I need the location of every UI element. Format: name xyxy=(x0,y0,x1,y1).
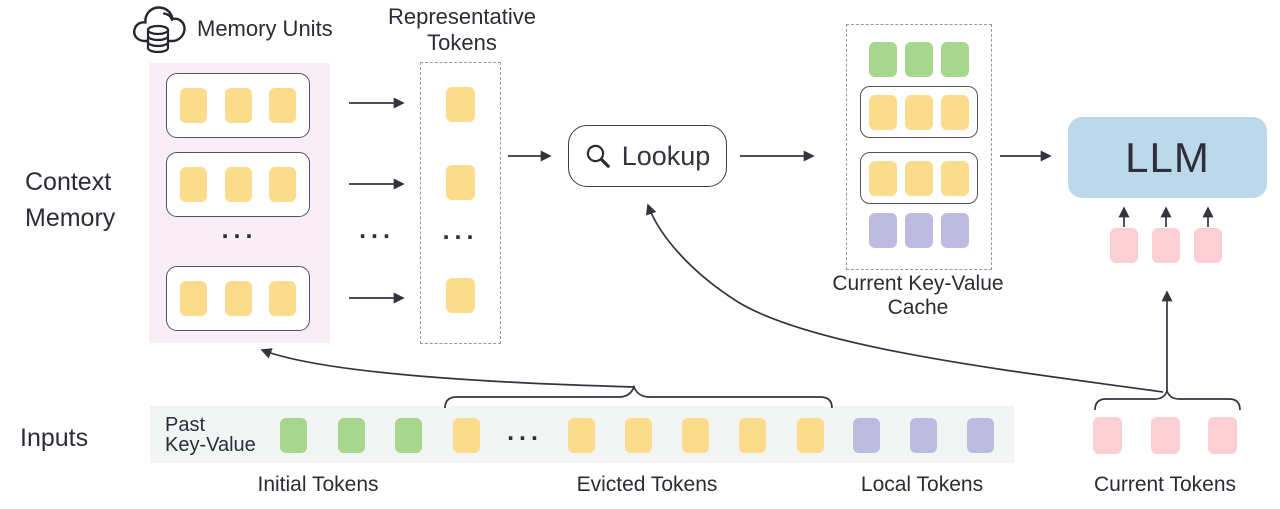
token-green xyxy=(395,418,422,453)
memory-unit-row xyxy=(166,152,310,217)
representative-more-ellipsis: ... xyxy=(442,217,479,245)
token-yellow xyxy=(739,418,766,453)
token-green xyxy=(280,418,307,453)
current-kv-cache-box xyxy=(846,24,992,270)
context-memory-label: Context Memory xyxy=(25,168,116,232)
token-pink xyxy=(1110,228,1138,263)
token-yellow xyxy=(269,88,296,123)
token-yellow xyxy=(224,88,252,123)
token-yellow xyxy=(180,281,207,316)
cache-memory-unit xyxy=(860,86,978,138)
cache-initial-row xyxy=(847,42,991,77)
representative-tokens-box: ... xyxy=(420,62,501,344)
token-green xyxy=(905,42,933,77)
evicted-tokens-brace xyxy=(444,384,833,409)
llm-label: LLM xyxy=(1125,133,1210,181)
representative-tokens-label: Representative Tokens xyxy=(388,4,536,55)
token-green xyxy=(869,42,897,77)
cloud-database-icon xyxy=(133,6,186,54)
cache-local-row xyxy=(847,213,991,248)
context-memory-panel: ... xyxy=(149,63,330,343)
token-purple xyxy=(905,213,933,248)
token-yellow xyxy=(941,94,969,130)
past-key-value-label: Past Key-Value xyxy=(165,414,256,456)
between-columns-ellipsis: ... xyxy=(359,216,395,244)
token-green xyxy=(338,418,365,453)
token-green xyxy=(941,42,969,77)
token-purple xyxy=(941,213,969,248)
cache-memory-unit xyxy=(860,152,978,204)
initial-tokens-label: Initial Tokens xyxy=(257,473,379,496)
token-yellow xyxy=(224,281,252,316)
arrow-evicted-to-memory xyxy=(260,348,636,388)
token-yellow xyxy=(797,418,824,453)
token-yellow xyxy=(446,87,475,122)
input-ellipsis: ... xyxy=(507,418,543,446)
token-yellow xyxy=(682,418,709,453)
token-yellow xyxy=(446,278,475,313)
current-tokens-label: Current Tokens xyxy=(1093,473,1237,496)
token-purple xyxy=(910,418,937,453)
token-yellow xyxy=(869,160,897,196)
token-yellow xyxy=(224,167,252,202)
token-yellow xyxy=(180,88,207,123)
local-tokens-label: Local Tokens xyxy=(860,473,984,496)
token-yellow xyxy=(269,281,296,316)
token-yellow xyxy=(453,418,480,453)
evicted-tokens-label: Evicted Tokens xyxy=(576,473,718,496)
token-purple xyxy=(869,213,897,248)
token-yellow xyxy=(446,165,475,200)
search-icon xyxy=(586,144,610,168)
memory-units-label: Memory Units xyxy=(197,16,333,41)
llm-box: LLM xyxy=(1068,117,1267,198)
token-pink xyxy=(1093,417,1122,454)
memory-unit-row xyxy=(166,266,310,331)
token-purple xyxy=(853,418,880,453)
token-pink xyxy=(1152,228,1180,263)
token-yellow xyxy=(180,167,207,202)
lookup-button[interactable]: Lookup xyxy=(568,125,727,187)
token-purple xyxy=(967,418,994,453)
token-pink xyxy=(1151,417,1180,454)
token-yellow xyxy=(941,160,969,196)
memory-unit-row xyxy=(166,73,310,138)
token-yellow xyxy=(869,94,897,130)
memory-more-ellipsis: ... xyxy=(221,216,258,244)
inputs-label: Inputs xyxy=(20,424,89,452)
token-yellow xyxy=(905,94,933,130)
lookup-button-label: Lookup xyxy=(621,140,711,171)
token-yellow xyxy=(269,167,296,202)
token-yellow xyxy=(568,418,595,453)
token-pink xyxy=(1208,417,1237,454)
token-yellow xyxy=(625,418,652,453)
token-pink xyxy=(1194,228,1222,263)
current-kv-cache-label: Current Key-Value Cache xyxy=(832,272,1004,319)
current-tokens-brace xyxy=(1094,388,1241,411)
token-yellow xyxy=(905,160,933,196)
